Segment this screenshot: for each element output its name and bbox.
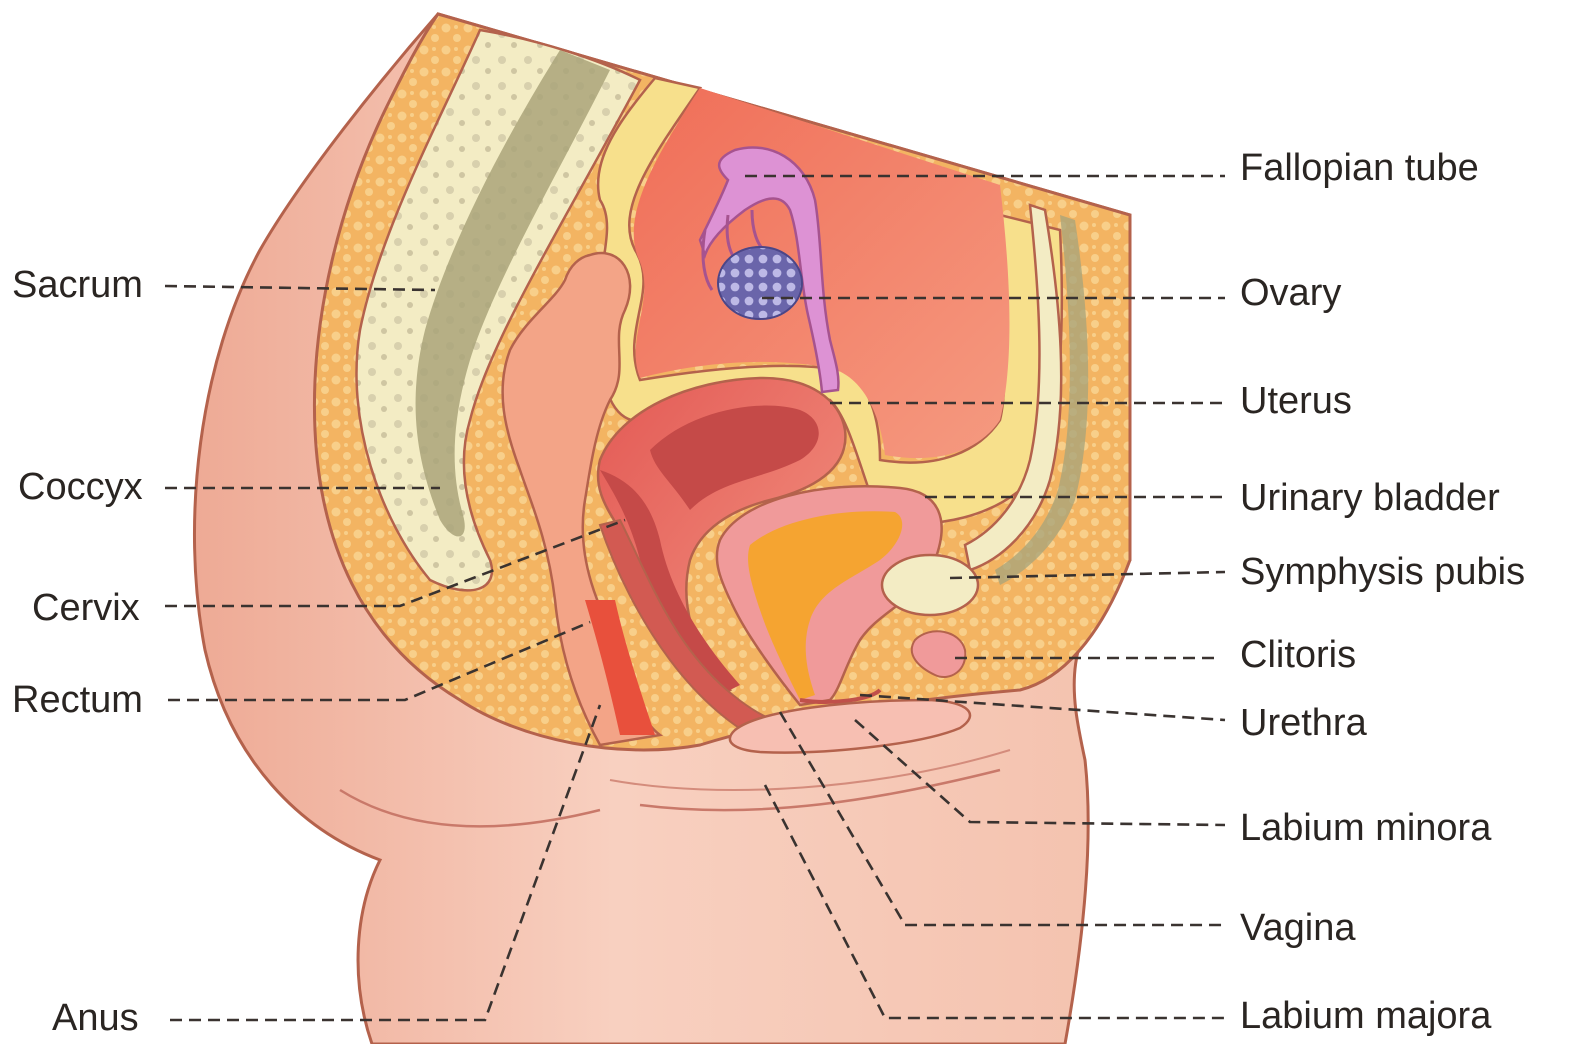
label-cervix: Cervix (32, 587, 140, 629)
label-vagina: Vagina (1240, 907, 1356, 949)
label-coccyx: Coccyx (18, 466, 143, 508)
label-ovary: Ovary (1240, 272, 1341, 314)
label-anus: Anus (52, 997, 139, 1039)
label-fallopian-tube: Fallopian tube (1240, 147, 1479, 189)
label-labium-minora: Labium minora (1240, 807, 1492, 849)
label-urethra: Urethra (1240, 702, 1368, 744)
label-symphysis-pubis: Symphysis pubis (1240, 551, 1525, 593)
ovary-organ (718, 247, 802, 319)
label-sacrum: Sacrum (12, 264, 143, 306)
label-clitoris: Clitoris (1240, 634, 1356, 676)
label-rectum: Rectum (12, 679, 143, 721)
label-uterus: Uterus (1240, 380, 1352, 422)
labels-left: Sacrum Coccyx Cervix Rectum Anus (12, 264, 143, 1039)
label-urinary-bladder: Urinary bladder (1240, 477, 1500, 519)
label-labium-majora: Labium majora (1240, 995, 1492, 1037)
labels-right: Fallopian tube Ovary Uterus Urinary blad… (1240, 147, 1525, 1037)
